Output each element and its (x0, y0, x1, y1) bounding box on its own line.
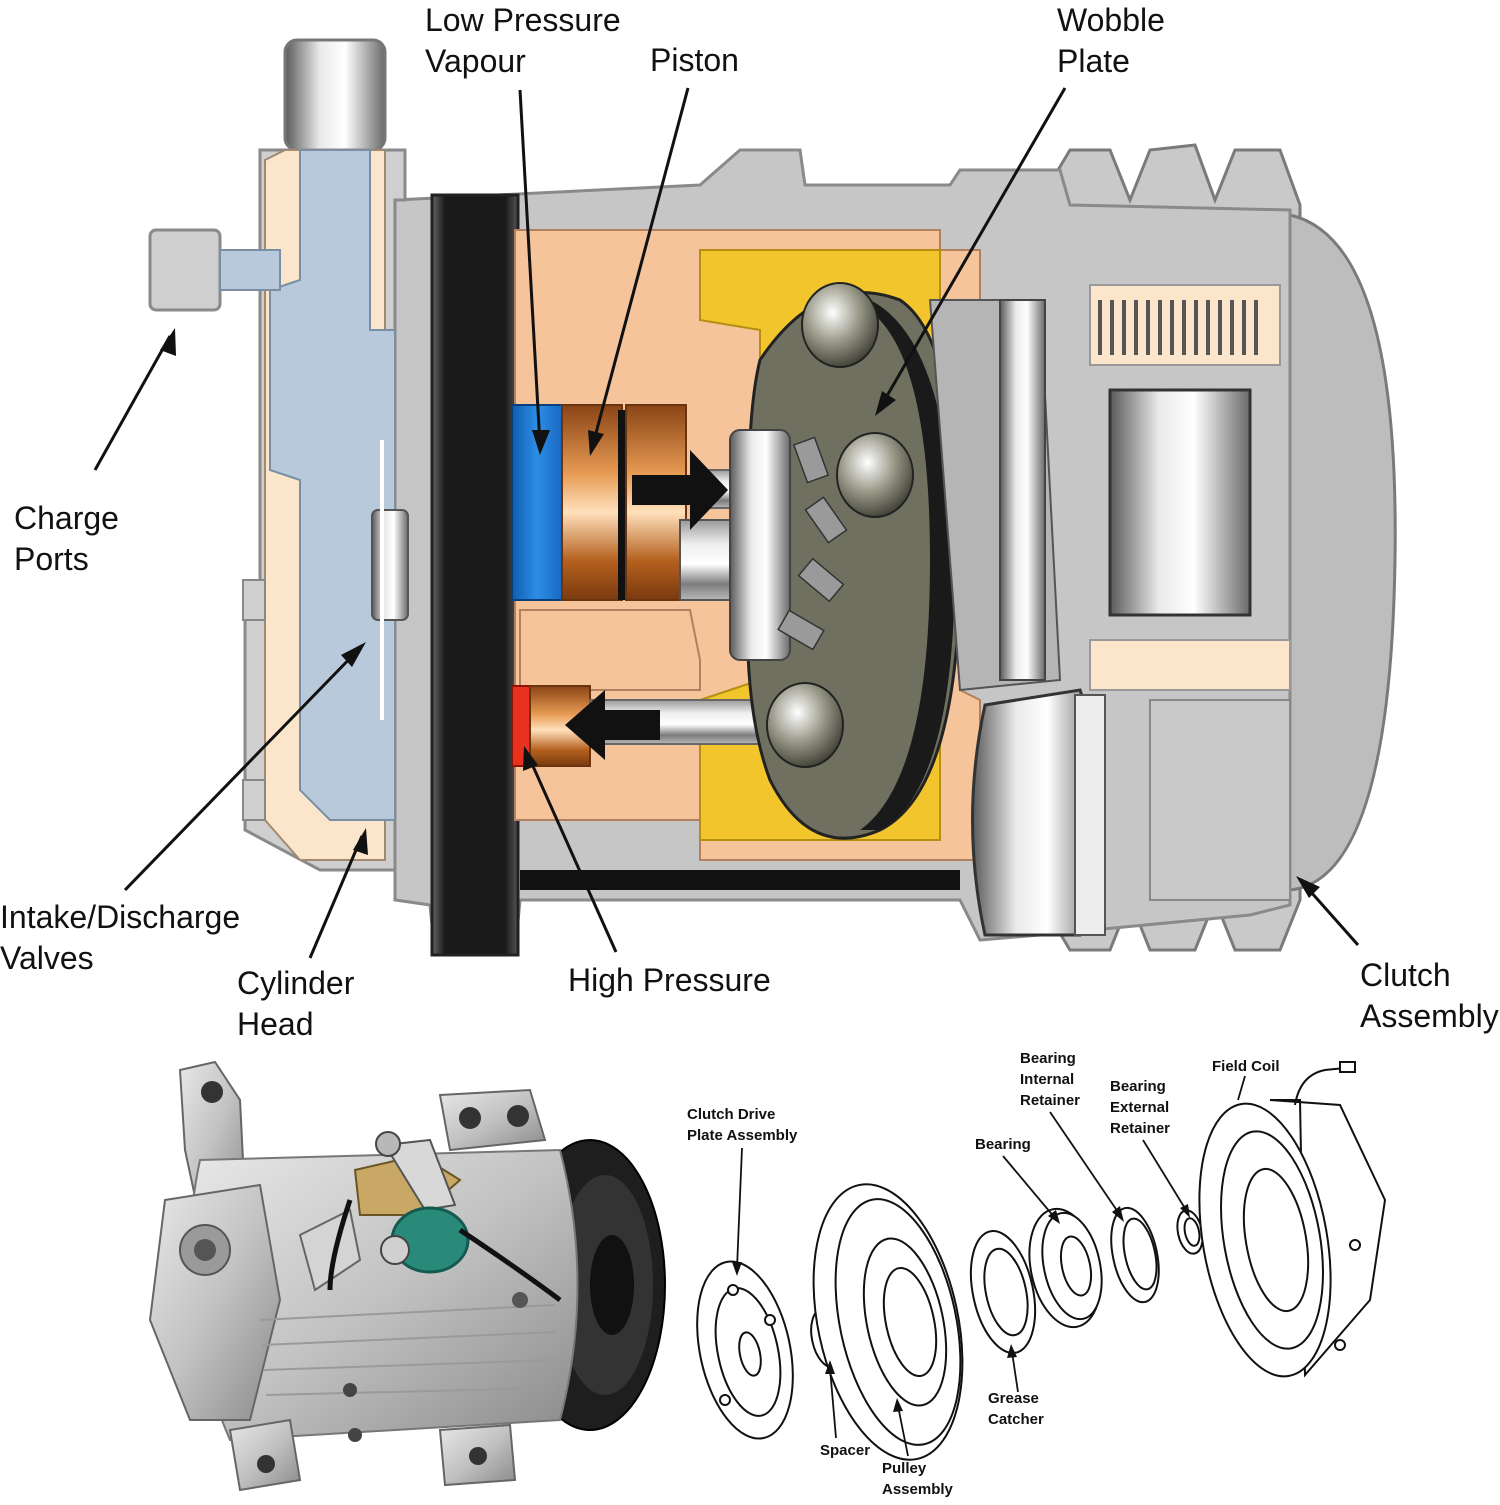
label-line: Assembly (1360, 998, 1499, 1034)
label-line: Grease (988, 1390, 1039, 1407)
wobble-plate-assembly (729, 282, 962, 840)
cutaway-arrowheads (160, 328, 1320, 898)
label-high-pressure: High Pressure (568, 960, 771, 1001)
charge-port-cap (283, 38, 387, 152)
label-line: Vapour (425, 43, 526, 79)
label-line: Cylinder (237, 965, 355, 1001)
label-bearing-internal-retainer: Bearing Internal Retainer (1020, 1048, 1080, 1111)
flow-arrow-left (565, 690, 660, 760)
label-grease-catcher: Grease Catcher (988, 1388, 1044, 1430)
label-line: Pulley (882, 1460, 927, 1477)
label-line: High Pressure (568, 962, 771, 998)
clutch-rotor (1108, 388, 1252, 617)
label-bearing-external-retainer: Bearing External Retainer (1110, 1076, 1170, 1139)
exploded-clutch-view (696, 1061, 1387, 1461)
cutaway-leader-lines (93, 87, 1360, 959)
label-line: Plate (1057, 43, 1130, 79)
clutch-arrowheads (732, 1204, 1190, 1412)
label-line: Charge (14, 500, 119, 536)
side-fitting (148, 228, 222, 312)
label-line: Piston (650, 42, 739, 78)
clutch-internals (1089, 284, 1291, 901)
label-line: Bearing (1020, 1050, 1076, 1067)
label-line: Head (237, 1006, 314, 1042)
label-piston: Piston (650, 40, 739, 81)
clutch-leader-lines (736, 1075, 1246, 1457)
label-line: Retainer (1110, 1120, 1171, 1137)
label-line: Assembly (882, 1481, 953, 1498)
compressor-photo (148, 1060, 666, 1492)
label-line: Low Pressure (425, 2, 621, 38)
label-low-pressure-vapour: Low Pressure Vapour (425, 0, 621, 82)
label-wobble-plate: Wobble Plate (1057, 0, 1165, 82)
label-line: Intake/Discharge (0, 899, 241, 935)
label-line: Plate Assembly (687, 1127, 798, 1144)
flow-arrow-right (632, 450, 728, 530)
label-intake-discharge-valves: Intake/Discharge Valves (0, 897, 240, 979)
label-line: Spacer (820, 1442, 871, 1459)
label-bearing: Bearing (975, 1134, 1031, 1155)
cutaway-compressor (148, 38, 1397, 957)
low-pressure-vapour-chamber (511, 404, 563, 601)
label-line: Retainer (1020, 1092, 1081, 1109)
label-line: Wobble (1057, 2, 1165, 38)
label-pulley-assembly: Pulley Assembly (882, 1458, 953, 1500)
label-spacer: Spacer (820, 1440, 870, 1461)
label-line: Bearing (975, 1136, 1031, 1153)
label-line: Clutch (1360, 957, 1451, 993)
label-line: Ports (14, 541, 89, 577)
label-line: Field Coil (1212, 1058, 1280, 1075)
label-line: Bearing (1110, 1078, 1166, 1095)
valve-plate (371, 509, 409, 621)
housing-seal-band (430, 193, 520, 957)
label-line: External (1110, 1099, 1170, 1116)
label-line: Valves (0, 940, 94, 976)
label-charge-ports: Charge Ports (14, 498, 119, 580)
label-line: Internal (1020, 1071, 1075, 1088)
label-line: Catcher (988, 1411, 1044, 1428)
label-clutch-drive-plate-assembly: Clutch Drive Plate Assembly (687, 1104, 797, 1146)
label-cylinder-head: Cylinder Head (237, 963, 354, 1045)
label-field-coil: Field Coil (1212, 1056, 1280, 1077)
label-clutch-assembly: Clutch Assembly (1360, 955, 1499, 1037)
label-line: Clutch Drive (687, 1106, 776, 1123)
cylinder-head (148, 38, 409, 872)
